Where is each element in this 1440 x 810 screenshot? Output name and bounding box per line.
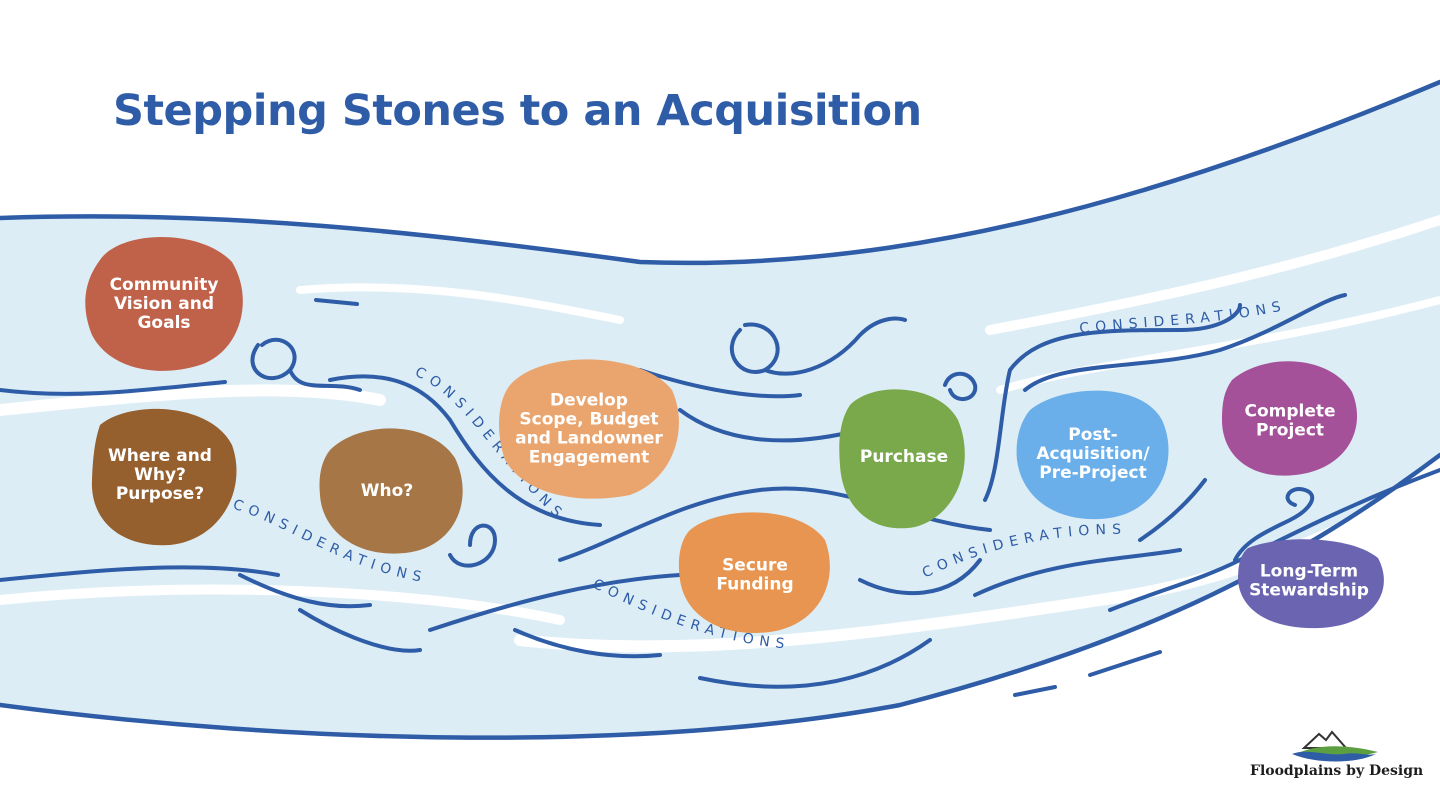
- stone-shape: [678, 512, 830, 633]
- floodplains-logo: [1292, 730, 1378, 762]
- stone-label-line: Acquisition/: [1036, 444, 1150, 464]
- stone-label-line: Post-: [1068, 425, 1117, 445]
- stone-label-line: Community: [110, 275, 219, 295]
- page-title: Stepping Stones to an Acquisition: [113, 86, 922, 136]
- stone-label-line: Complete: [1244, 402, 1335, 422]
- stone-label-line: Funding: [716, 575, 793, 595]
- stone-label-line: Project: [1256, 421, 1324, 441]
- stone-label-line: Where and: [108, 446, 212, 466]
- stone-shape: [91, 408, 237, 546]
- stone-label-line: Pre-Project: [1039, 463, 1147, 483]
- stone-label-line: Develop: [550, 391, 628, 411]
- stone-label: Post-Acquisition/Pre-Project: [1036, 425, 1150, 483]
- stone-shape: [1238, 539, 1384, 629]
- stone-label-line: Secure: [722, 556, 788, 576]
- stone-who: Who?: [319, 428, 463, 554]
- stone-purchase: Purchase: [839, 389, 965, 529]
- stone-label-line: Purpose?: [116, 484, 204, 504]
- stone-label-line: Who?: [361, 481, 413, 501]
- stone-shape: [1016, 390, 1169, 520]
- stone-label-line: Long-Term: [1260, 562, 1358, 582]
- stone-shape: [498, 359, 679, 499]
- blue-wave-icon: [1292, 751, 1376, 762]
- stone-label-line: Scope, Budget: [519, 410, 658, 430]
- stone-label-line: Purchase: [860, 447, 948, 467]
- river-band: [0, 82, 1440, 738]
- stone-label: Purchase: [860, 447, 948, 467]
- stone-shape: [839, 389, 965, 529]
- stone-shape: [319, 428, 463, 554]
- stone-label-line: Why?: [134, 465, 186, 485]
- stone-label-line: Stewardship: [1249, 581, 1369, 601]
- mountain-icon: [1301, 730, 1349, 749]
- stone-shape: [85, 237, 243, 371]
- stone-label-line: Engagement: [529, 448, 650, 468]
- stone-post-acquisition: Post-Acquisition/Pre-Project: [1016, 390, 1169, 520]
- logo-text: Floodplains by Design: [1250, 763, 1424, 779]
- stone-label: Who?: [361, 481, 413, 501]
- stone-label-line: Vision and: [114, 294, 214, 314]
- stone-label-line: Goals: [137, 313, 190, 333]
- stone-shape: [1222, 361, 1358, 476]
- stone-label-line: and Landowner: [515, 429, 663, 449]
